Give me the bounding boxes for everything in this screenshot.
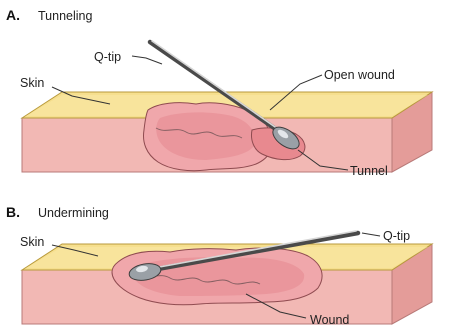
- label-open-wound: Open wound: [324, 68, 395, 82]
- label-skin-b: Skin: [20, 235, 44, 249]
- qtip-b-leader: [362, 233, 380, 236]
- panel-a-tunneling: A. Tunneling Q-tip Skin O: [6, 7, 432, 178]
- panel-b-title: Undermining: [38, 206, 109, 220]
- label-qtip-a: Q-tip: [94, 50, 121, 64]
- panel-a-letter: A.: [6, 7, 20, 23]
- panel-b-undermining: B. Undermining Skin Q-tip Wound: [6, 204, 432, 327]
- panel-a-title: Tunneling: [38, 9, 92, 23]
- label-tunnel: Tunnel: [350, 164, 388, 178]
- label-skin-a: Skin: [20, 76, 44, 90]
- panel-b-letter: B.: [6, 204, 20, 220]
- label-wound: Wound: [310, 313, 349, 327]
- qtip-a-leader: [132, 56, 162, 64]
- label-qtip-b: Q-tip: [383, 229, 410, 243]
